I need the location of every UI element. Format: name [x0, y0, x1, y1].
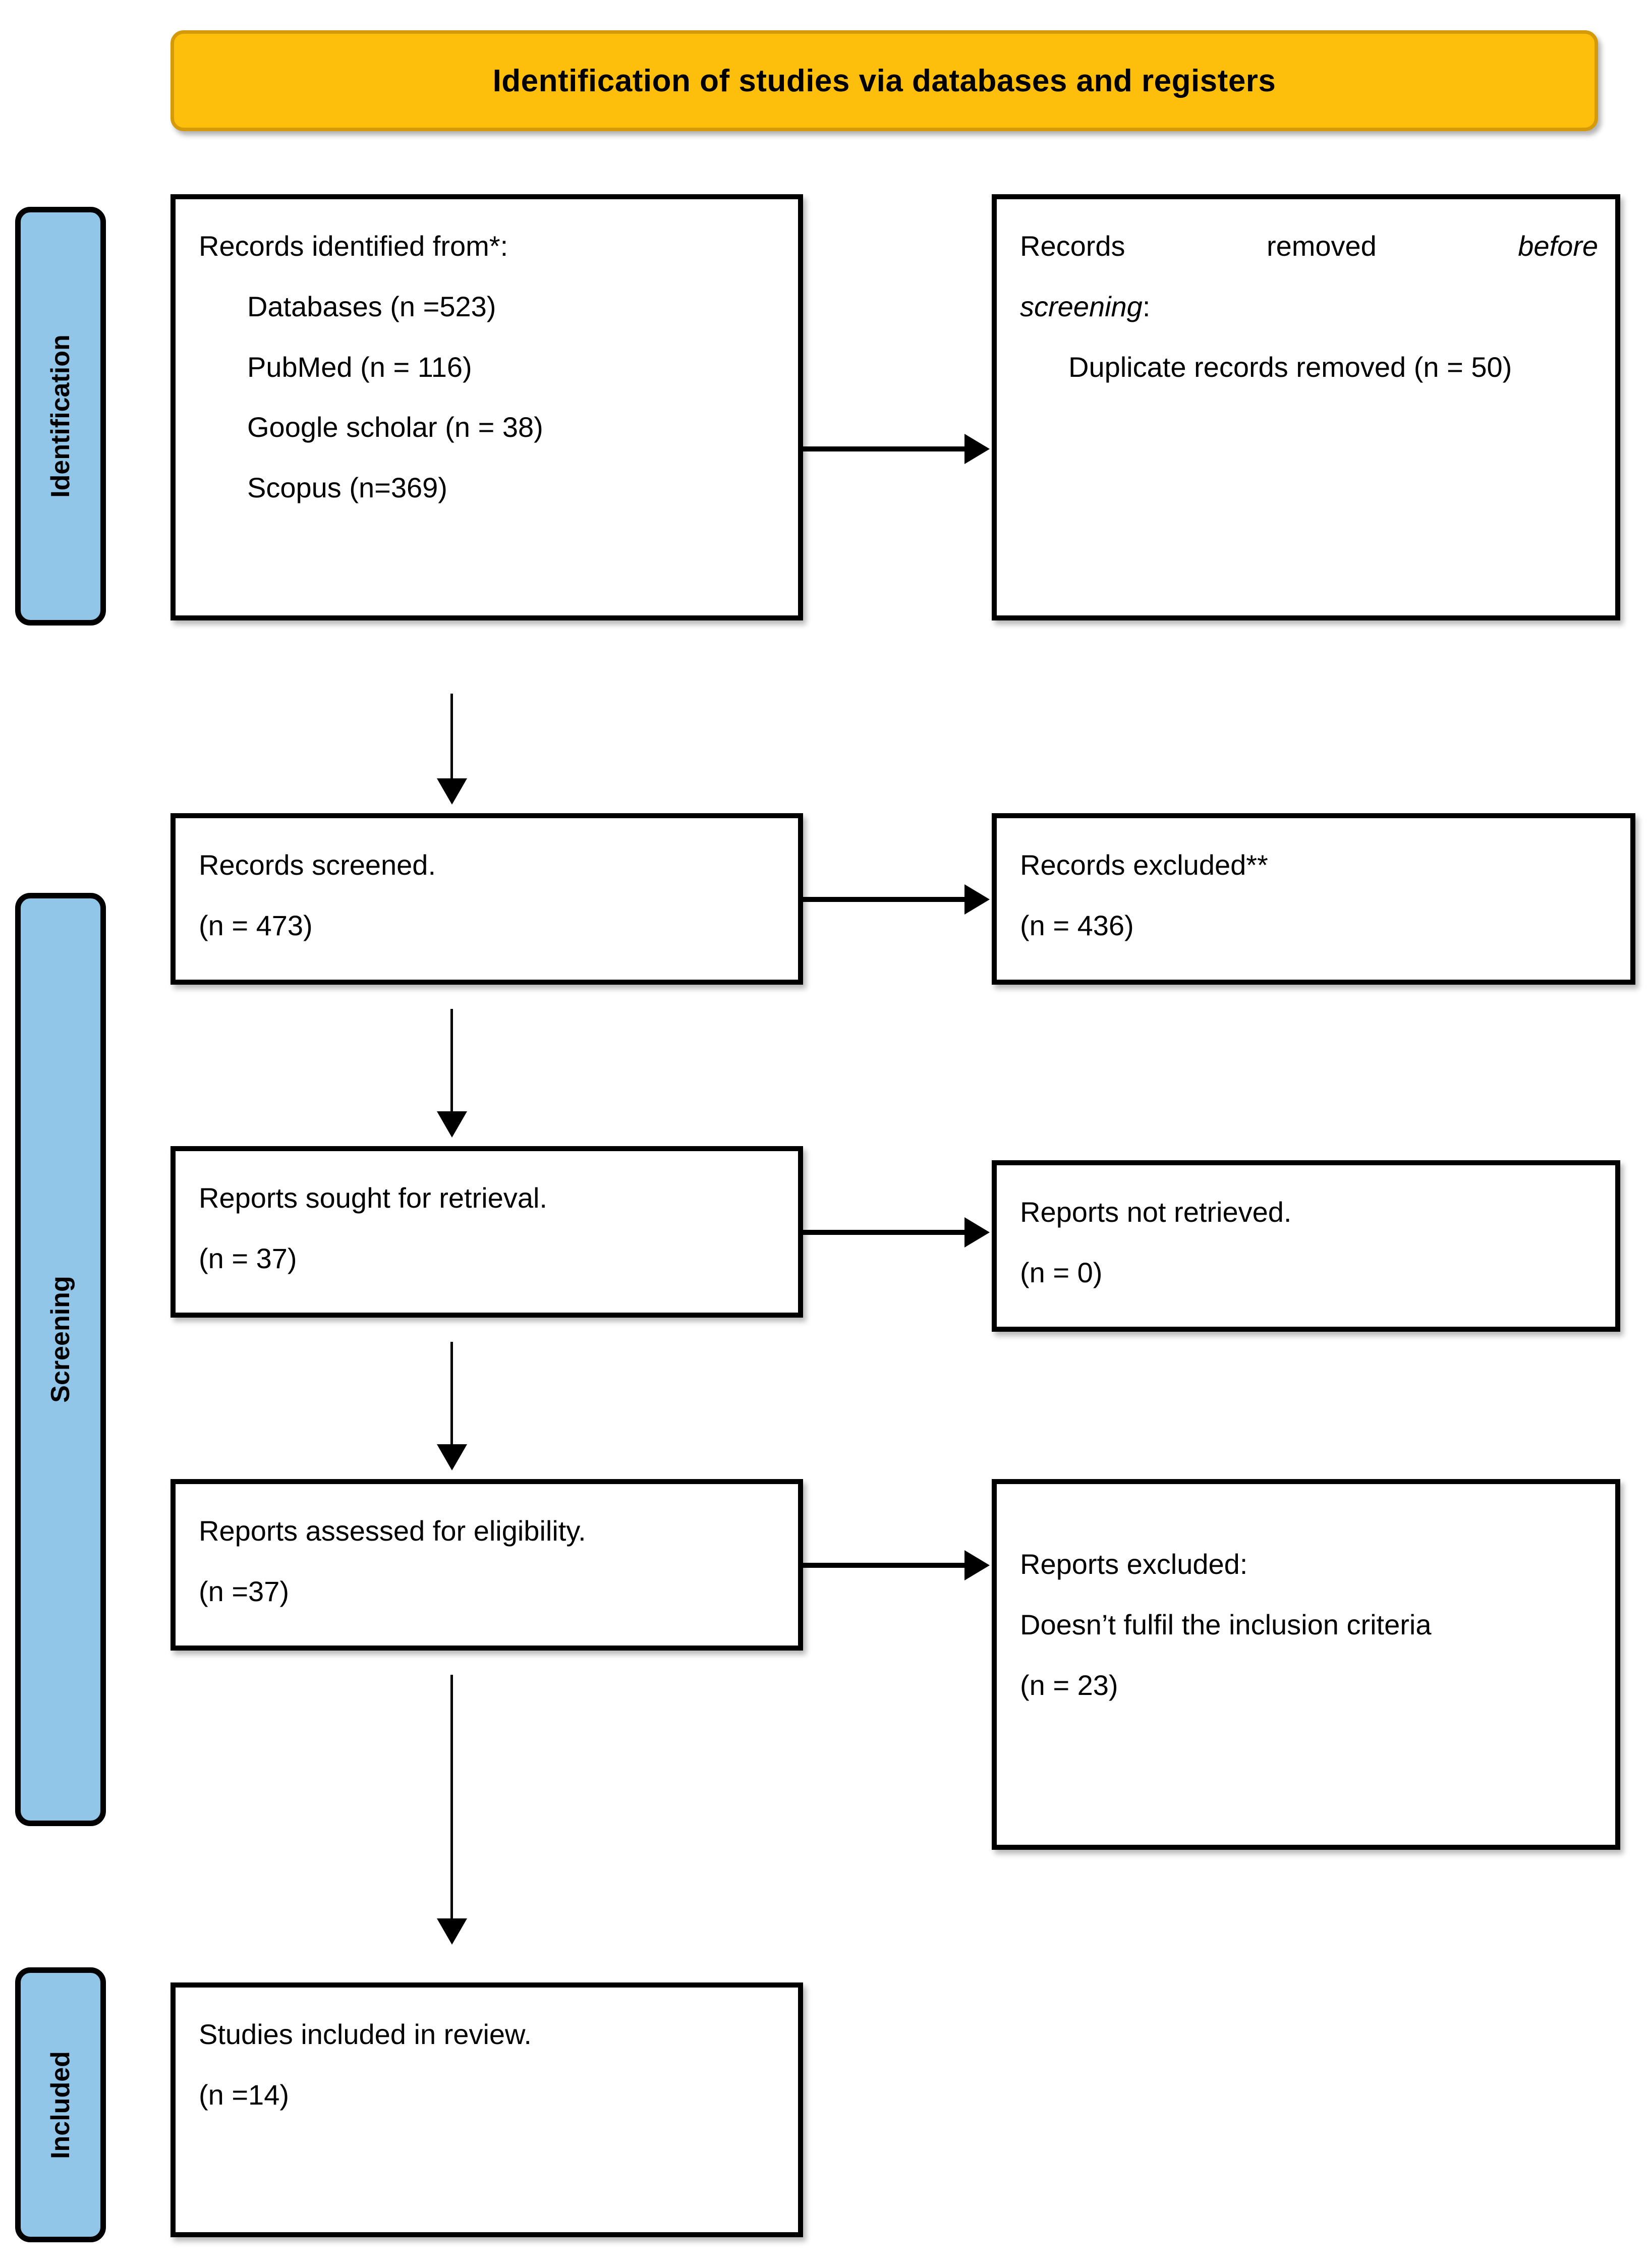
records-removed-heading-word-2: removed	[1266, 230, 1377, 262]
box-records-excluded-body: Records excluded** (n = 436)	[997, 818, 1630, 946]
box-records-excluded: Records excluded** (n = 436)	[992, 813, 1635, 985]
records-identified-item-scopus: Scopus (n=369)	[247, 472, 447, 503]
records-screened-label: Records screened.	[199, 849, 436, 881]
box-studies-included: Studies included in review. (n =14)	[171, 1982, 803, 2237]
reports-excluded-reason: Doesn’t fulfil the inclusion criteria	[1020, 1608, 1432, 1640]
records-removed-duplicate-item: Duplicate records removed (n = 50)	[1068, 351, 1512, 383]
reports-sought-count: (n = 37)	[199, 1242, 297, 1274]
box-records-screened: Records screened. (n = 473)	[171, 813, 803, 985]
stage-label-screening: Screening	[46, 1276, 75, 1403]
reports-excluded-label: Reports excluded:	[1020, 1548, 1248, 1580]
records-identified-item-databases: Databases (n =523)	[247, 290, 496, 322]
arrow-identified-to-screened	[450, 694, 453, 779]
records-identified-item-pubmed: PubMed (n = 116)	[247, 351, 472, 383]
arrow-screened-to-excluded	[803, 897, 965, 902]
arrow-screened-to-sought	[450, 1009, 453, 1112]
box-reports-sought-body: Reports sought for retrieval. (n = 37)	[176, 1151, 798, 1279]
reports-excluded-count: (n = 23)	[1020, 1669, 1118, 1701]
reports-assessed-label: Reports assessed for eligibility.	[199, 1515, 586, 1547]
records-removed-heading-colon: :	[1142, 290, 1151, 322]
reports-not-retrieved-count: (n = 0)	[1020, 1256, 1103, 1288]
box-reports-assessed-body: Reports assessed for eligibility. (n =37…	[176, 1484, 798, 1612]
reports-assessed-count: (n =37)	[199, 1575, 289, 1607]
records-excluded-count: (n = 436)	[1020, 909, 1134, 941]
arrow-sought-to-not-retrieved	[803, 1230, 965, 1235]
box-reports-assessed: Reports assessed for eligibility. (n =37…	[171, 1479, 803, 1651]
records-excluded-label: Records excluded**	[1020, 849, 1268, 881]
box-reports-sought: Reports sought for retrieval. (n = 37)	[171, 1146, 803, 1318]
records-removed-heading: Records removed before	[1020, 225, 1598, 267]
records-removed-heading-word-1: Records	[1020, 230, 1125, 262]
box-records-screened-body: Records screened. (n = 473)	[176, 818, 798, 946]
reports-not-retrieved-label: Reports not retrieved.	[1020, 1196, 1292, 1228]
arrow-identified-to-removed	[803, 446, 965, 451]
header-banner: Identification of studies via databases …	[171, 30, 1598, 131]
box-reports-excluded: Reports excluded: Doesn’t fulfil the inc…	[992, 1479, 1620, 1850]
box-reports-not-retrieved: Reports not retrieved. (n = 0)	[992, 1160, 1620, 1332]
box-records-identified: Records identified from*: Databases (n =…	[171, 194, 803, 620]
box-reports-excluded-body: Reports excluded: Doesn’t fulfil the inc…	[997, 1484, 1615, 1706]
records-identified-heading: Records identified from*:	[199, 230, 508, 262]
header-title: Identification of studies via databases …	[492, 63, 1276, 98]
arrow-assessed-to-included	[450, 1675, 453, 1919]
stage-pill-identification: Identification	[15, 207, 106, 626]
records-removed-heading-word-3: before	[1518, 230, 1599, 262]
stage-pill-screening: Screening	[15, 893, 106, 1826]
records-screened-count: (n = 473)	[199, 909, 313, 941]
records-removed-heading-word-4: screening	[1020, 290, 1143, 322]
studies-included-label: Studies included in review.	[199, 2018, 532, 2050]
box-reports-not-retrieved-body: Reports not retrieved. (n = 0)	[997, 1165, 1615, 1293]
stage-pill-included: Included	[15, 1967, 106, 2242]
records-identified-item-google-scholar: Google scholar (n = 38)	[247, 411, 543, 443]
box-records-removed: Records removed before screening: Duplic…	[992, 194, 1620, 620]
box-records-identified-body: Records identified from*: Databases (n =…	[176, 199, 798, 508]
box-studies-included-body: Studies included in review. (n =14)	[176, 1988, 798, 2116]
reports-sought-label: Reports sought for retrieval.	[199, 1182, 547, 1214]
arrow-assessed-to-reports-excluded	[803, 1563, 965, 1568]
arrow-sought-to-assessed	[450, 1342, 453, 1445]
stage-label-identification: Identification	[46, 334, 75, 498]
records-removed-heading-line2: screening:	[1020, 286, 1598, 327]
stage-label-included: Included	[46, 2051, 75, 2159]
box-records-removed-body: Records removed before screening: Duplic…	[997, 199, 1615, 387]
studies-included-count: (n =14)	[199, 2078, 289, 2111]
